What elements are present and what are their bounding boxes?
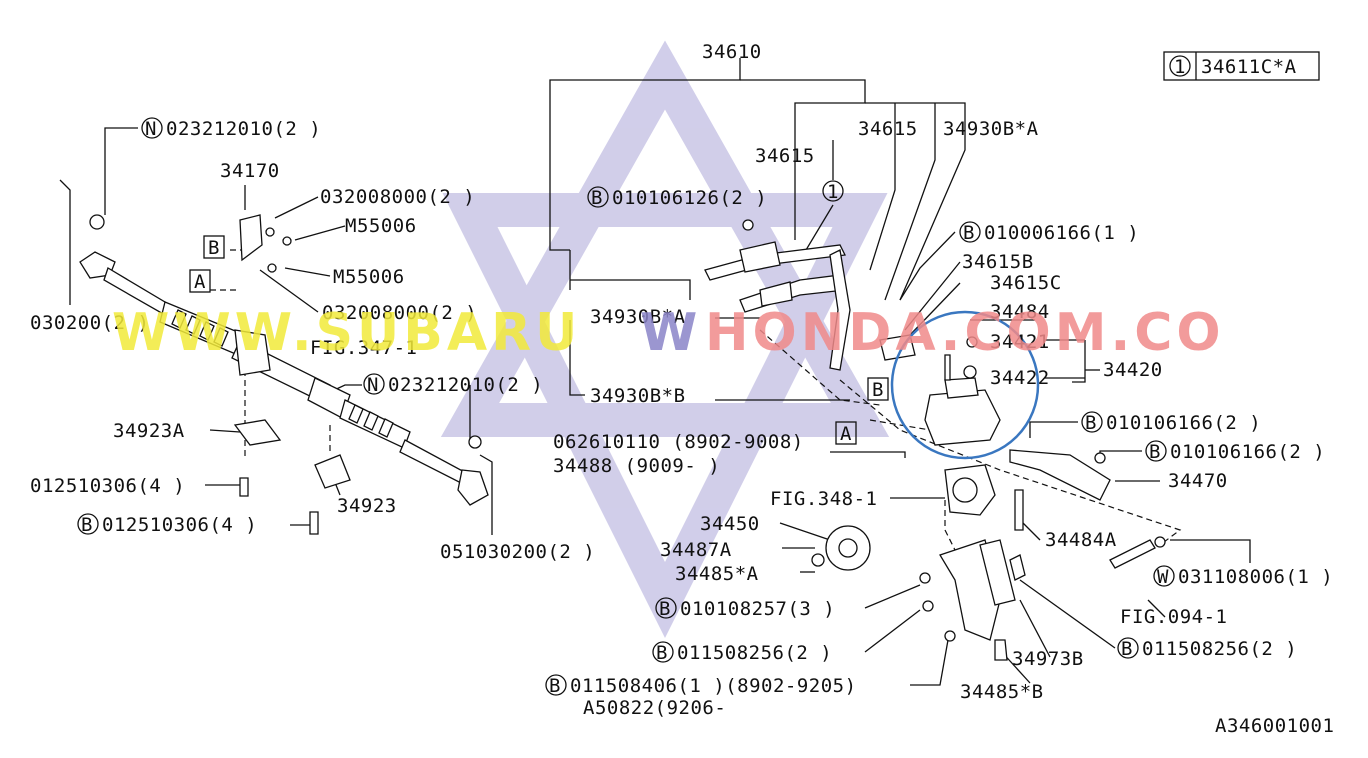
label-34488: 34488 (9009- ) [553, 455, 720, 477]
label-34930b-a-top: 34930B*A [943, 118, 1039, 140]
label-34484a: 34484A [1045, 529, 1117, 551]
label-fig347-1: FIG.347-1 [310, 337, 417, 359]
highlight-circle [890, 310, 1040, 460]
part-labels: 34610 34615 34930B*A 34615 010106126(2 )… [30, 41, 1334, 737]
symbol-markers: N N B B B B B B B B B W 1 [77, 117, 1175, 697]
label-031108006: 031108006(1 ) [1178, 566, 1333, 588]
dashed-guides [210, 249, 1182, 561]
label-34930b-a: 34930B*A [590, 306, 686, 328]
label-012510306: 012510306(4 ) [102, 514, 257, 536]
box-b-right: B [872, 379, 884, 401]
label-023212010: 023212010(2 ) [388, 374, 543, 396]
label-011508406: 011508406(1 )(8902-9205) [570, 675, 857, 697]
label-34923: 34923 [337, 495, 397, 517]
label-062610110: 062610110 (8902-9008) [553, 431, 804, 453]
label-34470: 34470 [1168, 470, 1228, 492]
label-34615b: 34615B [962, 251, 1034, 273]
marker-b: B [549, 675, 561, 697]
label-030200: 030200(2 ) [30, 312, 149, 334]
label-34973b: 34973B [1012, 648, 1084, 670]
label-34421: 34421 [990, 331, 1050, 353]
reference-boxes: B A B A [189, 235, 889, 445]
label-34484: 34484 [990, 301, 1050, 323]
marker-b: B [1149, 441, 1161, 463]
watermark-text: WWW.SUBARU W HONDA.COM.CO [112, 303, 1225, 363]
figure-id: A346001001 [1215, 715, 1334, 737]
label-032008000: 032008000(2 ) [320, 186, 475, 208]
label-34930b-b: 34930B*B [590, 385, 686, 407]
label-34487a: 34487A [660, 539, 732, 561]
label-010108257: 010108257(3 ) [680, 598, 835, 620]
box-a-left: A [194, 271, 206, 293]
watermark-subaru: WWW.SUBARU [112, 303, 581, 363]
label-051030200: 051030200(2 ) [440, 541, 595, 563]
marker-b: B [591, 187, 603, 209]
marker-b: B [1121, 638, 1133, 660]
hoses-and-pump [704, 219, 1166, 661]
label-023212010: 023212010(2 ) [166, 118, 321, 140]
label-m55006: M55006 [345, 215, 417, 237]
label-m55006: M55006 [333, 266, 405, 288]
watermark-w: W [640, 303, 701, 363]
box-a-right: A [840, 423, 852, 445]
marker-n: N [145, 118, 157, 140]
legend-code: 34611C*A [1201, 56, 1297, 78]
marker-n: N [367, 374, 379, 396]
label-010006166: 010006166(1 ) [984, 222, 1139, 244]
marker-b: B [656, 642, 668, 664]
label-34485-a: 34485*A [675, 563, 759, 585]
legend-box: 1 34611C*A [1163, 51, 1320, 81]
marker-b: B [963, 222, 975, 244]
watermark-honda: HONDA.COM.CO [705, 303, 1225, 363]
marker-w: W [1157, 566, 1169, 588]
leader-lines [59, 58, 1251, 686]
box-b-left: B [208, 237, 220, 259]
label-34923a: 34923A [113, 420, 185, 442]
label-34420: 34420 [1103, 359, 1163, 381]
legend-marker: 1 [1174, 56, 1186, 78]
label-010106166: 010106166(2 ) [1106, 412, 1261, 434]
marker-b: B [1085, 412, 1097, 434]
label-fig348-1: FIG.348-1 [770, 488, 877, 510]
label-34615c: 34615C [990, 272, 1062, 294]
label-34170: 34170 [220, 160, 280, 182]
label-34615: 34615 [858, 118, 918, 140]
label-032008000: 032008000(2 ) [322, 302, 477, 324]
label-34422: 34422 [990, 367, 1050, 389]
label-010106126: 010106126(2 ) [612, 187, 767, 209]
label-011508256: 011508256(2 ) [677, 642, 832, 664]
label-34450: 34450 [700, 513, 760, 535]
label-fig094-1: FIG.094-1 [1120, 606, 1227, 628]
steering-rack [79, 214, 489, 535]
label-34615: 34615 [755, 145, 815, 167]
label-a50822: A50822(9206- [583, 697, 726, 719]
circle-marker-1: 1 [827, 181, 839, 203]
marker-b: B [81, 514, 93, 536]
label-34485-b: 34485*B [960, 681, 1044, 703]
label-012510306: 012510306(4 ) [30, 475, 185, 497]
marker-b: B [659, 598, 671, 620]
label-010106166: 010106166(2 ) [1170, 441, 1325, 463]
label-34610: 34610 [702, 41, 762, 63]
label-011508256: 011508256(2 ) [1142, 638, 1297, 660]
